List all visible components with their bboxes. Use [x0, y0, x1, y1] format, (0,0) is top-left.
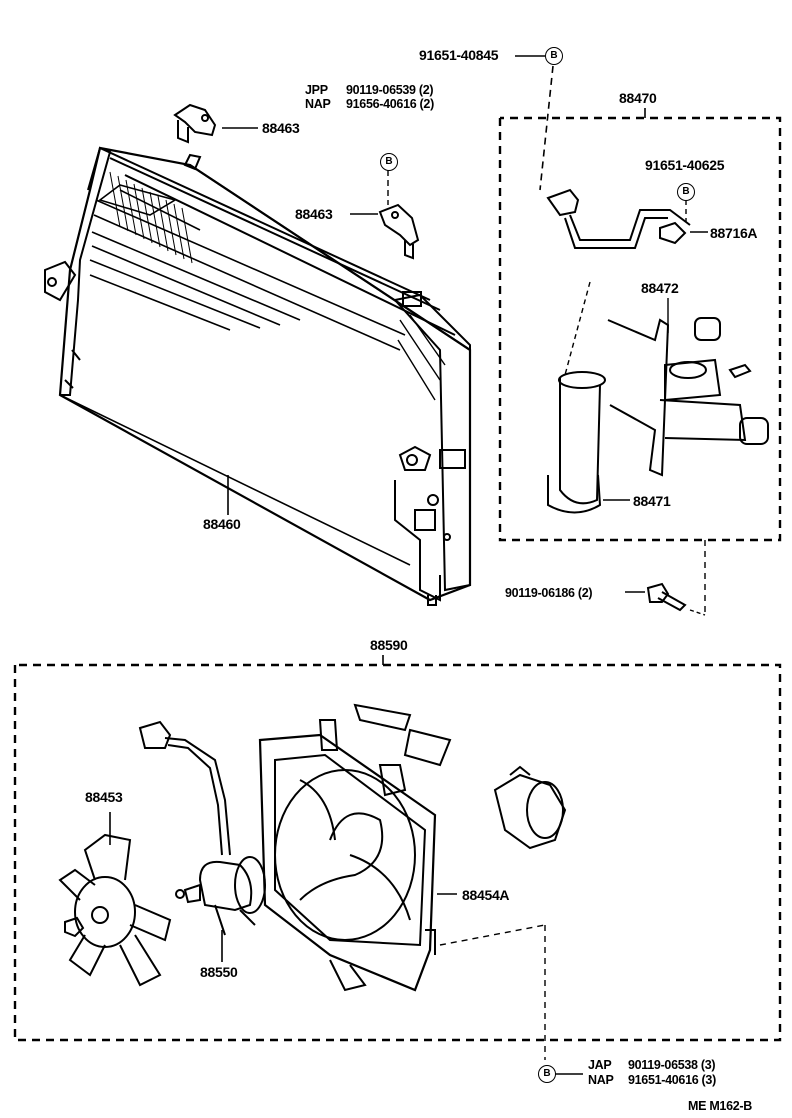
label-88716a: 88716A	[710, 225, 758, 241]
bracket-88463-b	[350, 170, 420, 260]
label-jpp-part: 90119-06539 (2)	[346, 83, 434, 97]
motor-cover-part	[493, 765, 567, 850]
callout-b-bottom: B	[538, 1065, 556, 1083]
label-88471: 88471	[633, 493, 671, 509]
label-88460: 88460	[203, 516, 241, 532]
label-nap-top: NAP	[305, 97, 331, 111]
label-88590: 88590	[370, 637, 408, 653]
label-nap-top-part: 91656-40616 (2)	[346, 97, 434, 111]
label-nap-bottom: NAP	[588, 1073, 614, 1087]
bolt-90119-06186	[625, 540, 706, 616]
fan-box-88590	[13, 655, 782, 1042]
label-91651-40845: 91651-40845	[419, 47, 499, 63]
footer-code: ME M162-B	[688, 1099, 752, 1113]
callout-b-right: B	[677, 183, 695, 201]
callout-b-upper-mid: B	[380, 153, 398, 171]
condenser-88460	[44, 146, 472, 606]
label-88453: 88453	[85, 789, 123, 805]
fan-88453	[58, 812, 172, 987]
label-jap-part: 90119-06538 (3)	[628, 1058, 716, 1072]
label-91651-40625: 91651-40625	[645, 157, 725, 173]
label-90119-06186: 90119-06186 (2)	[505, 586, 593, 600]
receiver-box-88470	[498, 108, 782, 542]
label-88470: 88470	[619, 90, 657, 106]
motor-88550	[138, 720, 266, 962]
label-jpp: JPP	[305, 83, 328, 97]
callout-b-top: B	[545, 47, 563, 65]
label-nap-bottom-part: 91651-40616 (3)	[628, 1073, 716, 1087]
label-88463-b: 88463	[295, 206, 333, 222]
label-jap: JAP	[588, 1058, 612, 1072]
shroud-88454a	[258, 703, 546, 1060]
label-88472: 88472	[641, 280, 679, 296]
label-88463-a: 88463	[262, 120, 300, 136]
label-88550: 88550	[200, 964, 238, 980]
label-88454a: 88454A	[462, 887, 510, 903]
bracket-88463-a	[173, 103, 258, 144]
